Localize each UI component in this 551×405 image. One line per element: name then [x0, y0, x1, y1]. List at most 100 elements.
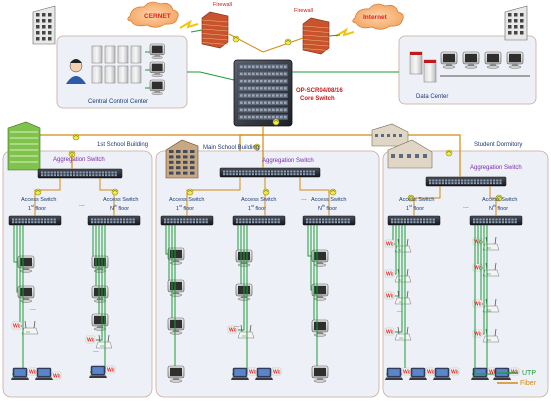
switch-port-icon	[123, 218, 126, 221]
utp-link	[16, 225, 18, 293]
switch-port-icon	[223, 173, 226, 176]
building-window	[508, 13, 512, 17]
switch-port-icon	[505, 221, 508, 224]
switch-port-icon	[328, 221, 331, 224]
switch-port-icon	[232, 173, 235, 176]
switch-port-icon	[100, 221, 103, 224]
access-switch	[160, 215, 214, 226]
switch-port-icon	[18, 218, 21, 221]
switch-port-icon	[97, 218, 100, 221]
core-switch-port	[244, 94, 247, 97]
switch-port-icon	[173, 221, 176, 224]
switch-port-icon	[105, 174, 108, 177]
core-switch-port	[256, 79, 259, 83]
laptop-icon	[384, 367, 404, 381]
switch-port-icon	[277, 221, 280, 224]
core-switch-port	[244, 115, 247, 119]
switch-port-icon	[338, 218, 341, 221]
agg-switch-label-first: Aggregation Switch	[53, 157, 105, 163]
core-switch-port	[280, 115, 283, 119]
main-building-label: Main School Building	[203, 145, 260, 151]
building-window	[508, 25, 512, 29]
switch-port-icon	[299, 170, 302, 173]
core-switch-port	[260, 108, 263, 112]
fiber-connector-icon	[262, 188, 270, 196]
building-window	[42, 19, 46, 23]
switch-port-icon	[429, 218, 432, 221]
switch-port-icon	[63, 171, 66, 174]
switch-port-icon	[493, 179, 496, 182]
switch-port-icon	[457, 179, 460, 182]
switch-port-icon	[248, 218, 251, 221]
switch-port-icon	[258, 221, 261, 224]
switch-port-icon	[28, 221, 31, 224]
switch-port-icon	[435, 179, 438, 182]
server-rack-icon	[104, 45, 116, 64]
switch-port-icon	[454, 182, 457, 185]
laptop-icon	[10, 367, 30, 381]
switch-port-icon	[50, 218, 53, 221]
switch-port-icon	[271, 173, 274, 176]
switch-port-icon	[438, 179, 441, 182]
core-switch-port	[244, 79, 247, 83]
switch-port-icon	[432, 179, 435, 182]
building-window	[183, 150, 188, 153]
core-switch-port	[248, 94, 251, 97]
server-indicator	[410, 52, 422, 55]
access-switch-label: Access Switch	[103, 197, 139, 203]
switch-port-icon	[108, 174, 111, 177]
switch-port-icon	[15, 218, 18, 221]
core-switch-port	[256, 72, 259, 76]
core-switch-port	[276, 94, 279, 97]
switch-port-icon	[129, 218, 132, 221]
floor-label: 1st floor	[406, 204, 425, 212]
utp-link	[96, 225, 103, 341]
core-switch-port	[264, 65, 267, 68]
switch-port-icon	[331, 221, 334, 224]
switch-port-icon	[255, 221, 258, 224]
switch-port-icon	[296, 173, 299, 176]
fiber-connector-icon	[264, 190, 268, 193]
core-switch-port	[252, 115, 255, 119]
fiber-connector-icon	[113, 190, 117, 193]
switch-port-icon	[410, 221, 413, 224]
switch-port-icon	[79, 174, 82, 177]
switch-port-icon	[57, 174, 60, 177]
core-switch-slot	[237, 99, 289, 106]
switch-port-icon	[129, 221, 132, 224]
firewall-brick-line	[201, 37, 229, 41]
fiber-link	[186, 177, 241, 216]
switch-port-icon	[432, 221, 435, 224]
switch-port-icon	[66, 174, 69, 177]
switch-port-icon	[514, 221, 517, 224]
more-devices-ellipsis: ...	[397, 307, 403, 314]
switch-port-icon	[132, 218, 135, 221]
switch-port-icon	[189, 221, 192, 224]
switch-port-icon	[186, 218, 189, 221]
wifi-icon	[401, 367, 412, 376]
switch-port-icon	[126, 221, 129, 224]
switch-port-icon	[50, 171, 53, 174]
switch-port-icon	[470, 182, 473, 185]
switch-port-icon	[312, 173, 315, 176]
building-window	[514, 31, 518, 35]
switch-port-icon	[239, 218, 242, 221]
switch-port-icon	[403, 221, 406, 224]
switch-port-icon	[486, 179, 489, 182]
core-switch-port	[256, 101, 259, 104]
switch-port-icon	[403, 218, 406, 221]
building-window	[36, 31, 40, 35]
switch-port-icon	[492, 218, 495, 221]
switch-port-icon	[66, 171, 69, 174]
switch-port-icon	[306, 221, 309, 224]
access-switch	[302, 215, 356, 226]
switch-port-icon	[454, 179, 457, 182]
switch-port-icon	[236, 218, 239, 221]
switch-port-icon	[394, 221, 397, 224]
core-switch-port	[272, 72, 275, 76]
core-switch-port	[280, 72, 283, 76]
core-switch-slot	[237, 92, 289, 99]
core-switch-port	[252, 65, 255, 68]
switch-port-icon	[293, 170, 296, 173]
switch-port-icon	[103, 218, 106, 221]
